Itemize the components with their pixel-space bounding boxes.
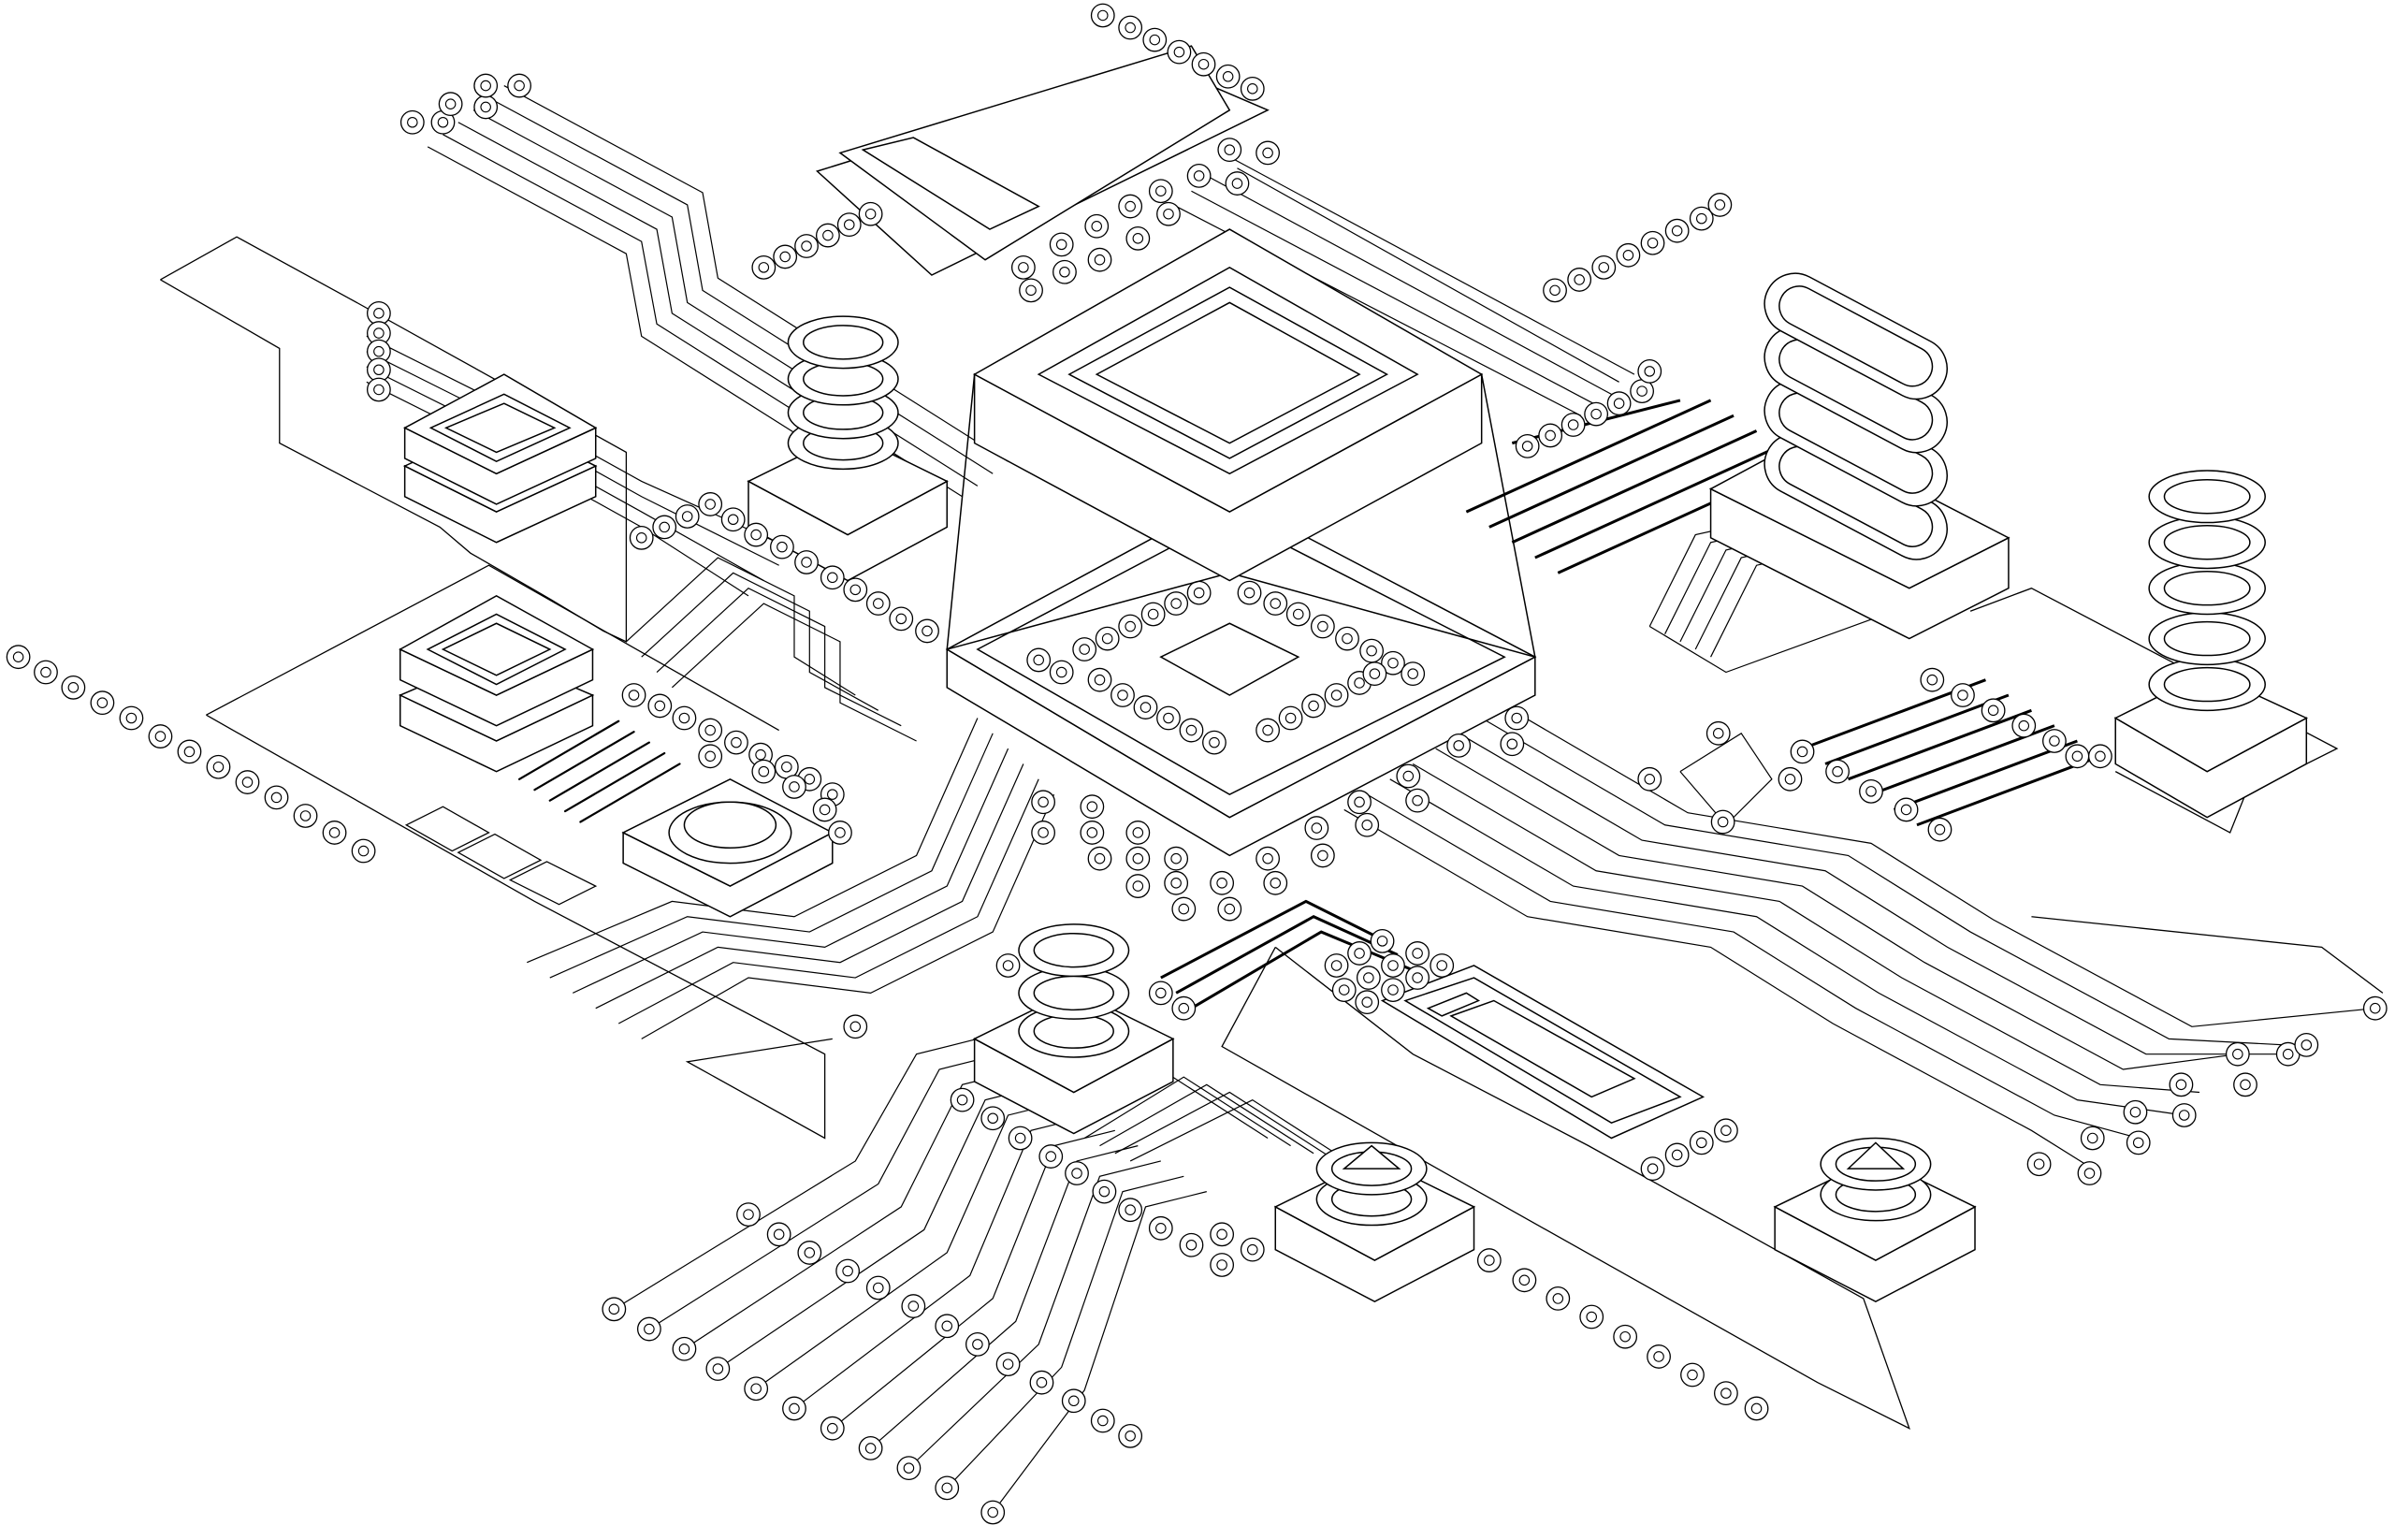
memory-chip-top	[817, 46, 1268, 275]
pad-cluster-bottom-left-traces	[602, 1087, 1266, 1525]
pad-row-bottom	[1476, 1247, 1769, 1421]
pad-row-left-edge	[6, 644, 376, 864]
trace-bundle-right	[1344, 705, 2375, 1169]
button-component-left	[623, 779, 833, 917]
trace-bundle-center-left	[527, 558, 1053, 1039]
cpu-chip	[947, 229, 1535, 657]
pad-cluster-bottom-right	[1640, 995, 2388, 1186]
coil-component-right	[1711, 263, 2009, 639]
thick-traces	[1161, 400, 2100, 1009]
rect-pads-left	[406, 806, 595, 904]
pad-cluster-middle	[842, 928, 1455, 1039]
coil-component-far-right	[2115, 471, 2306, 818]
pad-row-top-mid	[751, 201, 883, 281]
pad-row-top-right	[1542, 192, 1733, 303]
cpu-socket	[947, 497, 1535, 856]
elongated-chip	[1383, 966, 1704, 1138]
button-component-bottom	[1275, 1142, 1473, 1301]
pad-cluster-top-left	[399, 73, 532, 136]
coil-component-left	[748, 316, 947, 580]
button-component-right	[1775, 1138, 1975, 1301]
coil-component-bottom-center	[975, 924, 1173, 1134]
chip-left-upper	[405, 374, 596, 543]
chip-left-lower	[400, 596, 593, 772]
resistor-bars	[519, 721, 679, 822]
